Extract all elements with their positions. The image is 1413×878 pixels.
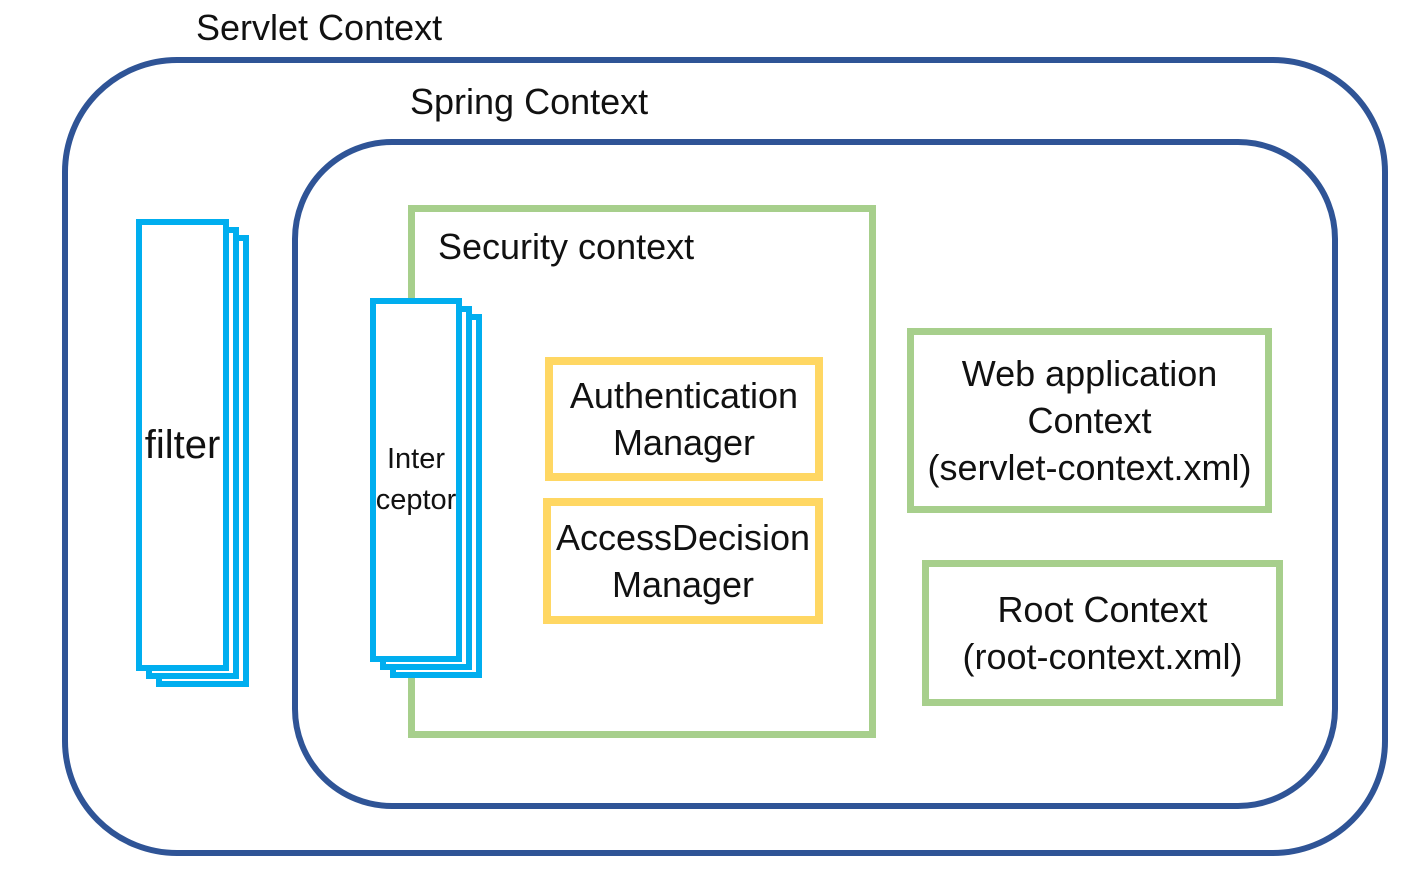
filter-stack-layer-front: filter — [136, 219, 229, 671]
spring-context-box — [292, 139, 1338, 809]
access-decision-manager-label: AccessDecision Manager — [555, 517, 811, 605]
web-application-context-box: Web application Context (servlet-context… — [907, 328, 1272, 513]
access-decision-manager-box: AccessDecision Manager — [543, 498, 823, 624]
interceptor-label: Inter ceptor — [375, 443, 457, 516]
servlet-context-label: Servlet Context — [196, 7, 443, 48]
filter-label: filter — [144, 423, 221, 467]
interceptor-stack-layer-front: Inter ceptor — [370, 298, 462, 662]
root-context-label: Root Context (root-context.xml) — [962, 589, 1243, 677]
web-application-context-label: Web application Context (servlet-context… — [927, 353, 1252, 488]
authentication-manager-label: Authentication Manager — [569, 375, 799, 463]
root-context-box: Root Context (root-context.xml) — [922, 560, 1283, 706]
security-context-label: Security context — [438, 226, 695, 267]
filter-stack: filter — [136, 219, 249, 687]
spring-context-label: Spring Context — [410, 81, 649, 122]
authentication-manager-box: Authentication Manager — [545, 357, 823, 481]
servlet-context-box — [62, 57, 1388, 856]
interceptor-stack: Inter ceptor — [370, 298, 482, 678]
